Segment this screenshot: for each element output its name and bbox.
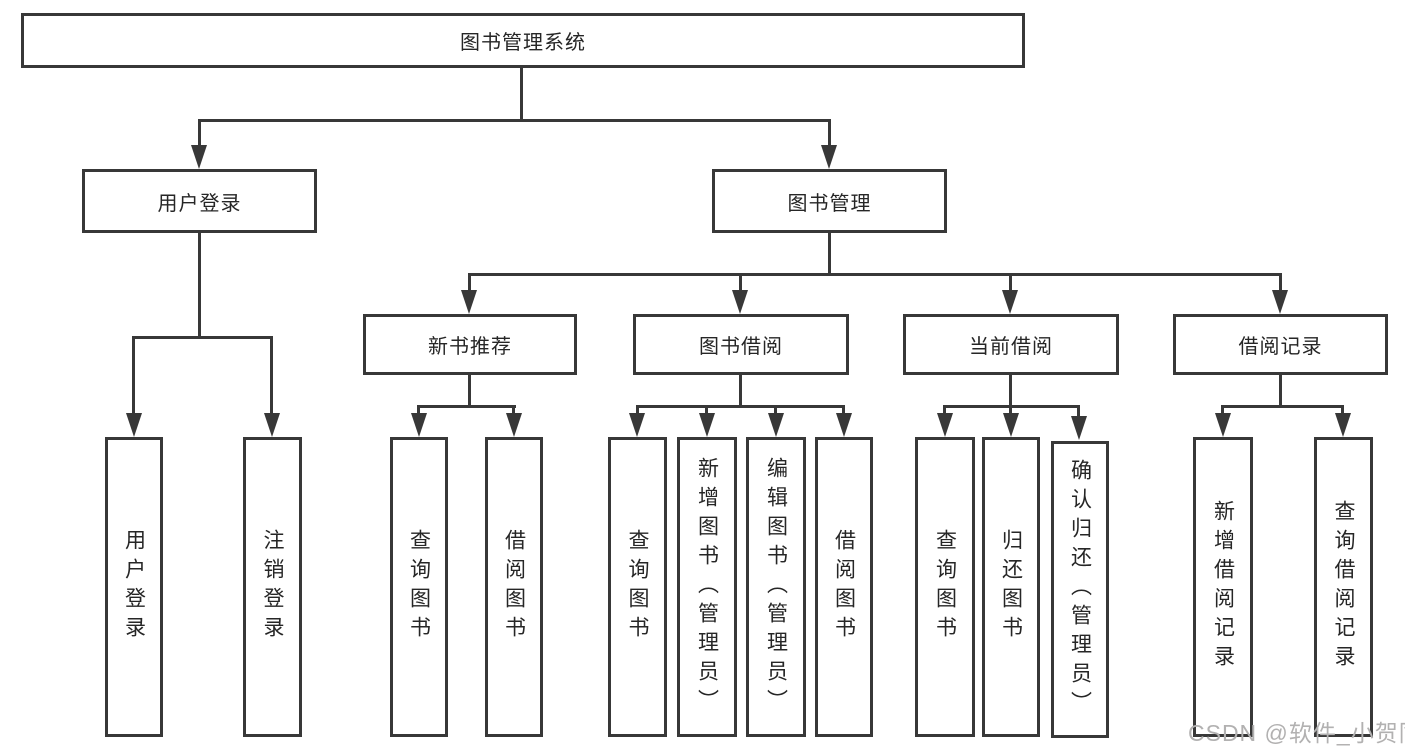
connector-book-borrow-rail [636,405,845,408]
connector-level3-rail [468,273,1282,276]
leaf-add-books-admin-label: 新增图书（管理员） [695,456,719,718]
leaf-edit-books-admin: 编辑图书（管理员） [746,437,806,737]
arrow-to-leaf [1003,413,1019,437]
connector-stub-logout-leaf [270,336,273,416]
connector-level2-rail [198,119,831,122]
connector-borrow-records-rail [1221,405,1344,408]
leaf-user-login-label: 用户登录 [122,529,146,645]
connector-stub [1009,405,1012,417]
arrow-to-leaf [1335,413,1351,437]
connector-stub [1221,405,1224,417]
leaf-query-books-2-label: 查询图书 [626,529,649,645]
arrow-to-book-mgmt [821,145,837,169]
node-user-login-label: 用户登录 [157,192,242,215]
connector-stub-current-borrow [1009,273,1012,295]
arrow-to-current-borrow [1002,290,1018,314]
node-book-borrowing-label: 图书借阅 [699,336,783,358]
arrow-to-login-leaf [126,413,142,437]
leaf-edit-books-admin-label: 编辑图书（管理员） [764,456,788,718]
leaf-borrow-books-1-label: 借阅图书 [502,529,526,645]
connector-stub [1077,405,1080,417]
connector-book-mgmt-drop [828,233,831,276]
node-root-system: 图书管理系统 [21,13,1025,68]
connector-stub [1341,405,1344,417]
csdn-watermark: CSDN @软件_小贺同学 [1188,720,1405,746]
node-borrowing-records-label: 借阅记录 [1238,336,1323,358]
node-user-login: 用户登录 [82,169,317,233]
arrow-to-leaf [629,413,645,437]
connector-stub-borrow-records [1279,273,1282,295]
node-root-label: 图书管理系统 [460,32,586,54]
leaf-return-books: 归还图书 [982,437,1040,737]
leaf-borrow-books-2: 借阅图书 [815,437,873,737]
connector-stub [842,405,845,417]
leaf-query-books-2: 查询图书 [608,437,667,737]
connector-current-borrow-drop [1009,375,1012,408]
leaf-query-books-1: 查询图书 [390,437,448,737]
arrow-to-book-borrow [732,290,748,314]
node-new-book-recommend-label: 新书推荐 [428,336,512,358]
arrow-to-user-login [191,145,207,169]
connector-stub [636,405,639,417]
connector-user-login-rail [132,336,273,339]
leaf-add-borrow-record: 新增借阅记录 [1193,437,1253,737]
node-current-borrowing: 当前借阅 [903,314,1119,375]
connector-root-drop [520,68,523,119]
arrow-to-leaf [768,413,784,437]
arrow-to-leaf [1215,413,1231,437]
leaf-query-books-3-label: 查询图书 [933,529,957,645]
connector-new-books-drop [468,375,471,408]
connector-stub [943,405,946,417]
connector-book-borrow-drop [739,375,742,408]
connector-stub [705,405,708,417]
arrow-to-borrow-records [1272,290,1288,314]
node-book-management-label: 图书管理 [787,192,872,215]
connector-stub [417,405,420,417]
leaf-query-books-3: 查询图书 [915,437,975,737]
arrow-to-leaf [411,413,427,437]
node-borrowing-records: 借阅记录 [1173,314,1388,375]
leaf-query-books-1-label: 查询图书 [407,529,431,645]
node-new-book-recommend: 新书推荐 [363,314,577,375]
leaf-add-borrow-record-label: 新增借阅记录 [1211,500,1235,674]
leaf-logout-label: 注销登录 [261,529,284,645]
arrow-to-leaf [836,413,852,437]
leaf-query-borrow-record: 查询借阅记录 [1314,437,1373,737]
leaf-confirm-return-admin-label: 确认归还（管理员） [1068,459,1092,720]
connector-user-login-drop [198,233,201,339]
connector-stub-user-login [198,119,201,149]
leaf-return-books-label: 归还图书 [999,529,1023,645]
leaf-logout: 注销登录 [243,437,302,737]
arrow-to-logout-leaf [264,413,280,437]
connector-stub [774,405,777,417]
arrow-to-leaf [699,413,715,437]
leaf-borrow-books-2-label: 借阅图书 [832,529,856,645]
connector-stub-new-books [468,273,471,295]
node-current-borrowing-label: 当前借阅 [969,336,1053,358]
node-book-borrowing: 图书借阅 [633,314,849,375]
arrow-to-leaf [506,413,522,437]
connector-stub [512,405,515,417]
connector-stub-book-mgmt [828,119,831,149]
arrow-to-leaf [1071,416,1087,440]
leaf-add-books-admin: 新增图书（管理员） [677,437,737,737]
node-book-management: 图书管理 [712,169,947,233]
arrow-to-new-books [461,290,477,314]
leaf-borrow-books-1: 借阅图书 [485,437,543,737]
arrow-to-leaf [937,413,953,437]
leaf-confirm-return-admin: 确认归还（管理员） [1051,441,1109,738]
leaf-query-borrow-record-label: 查询借阅记录 [1332,500,1355,674]
connector-new-books-rail [417,405,516,408]
connector-borrow-records-drop [1279,375,1282,408]
connector-stub-login-leaf [132,336,135,416]
leaf-user-login: 用户登录 [105,437,163,737]
connector-stub-book-borrow [739,273,742,295]
